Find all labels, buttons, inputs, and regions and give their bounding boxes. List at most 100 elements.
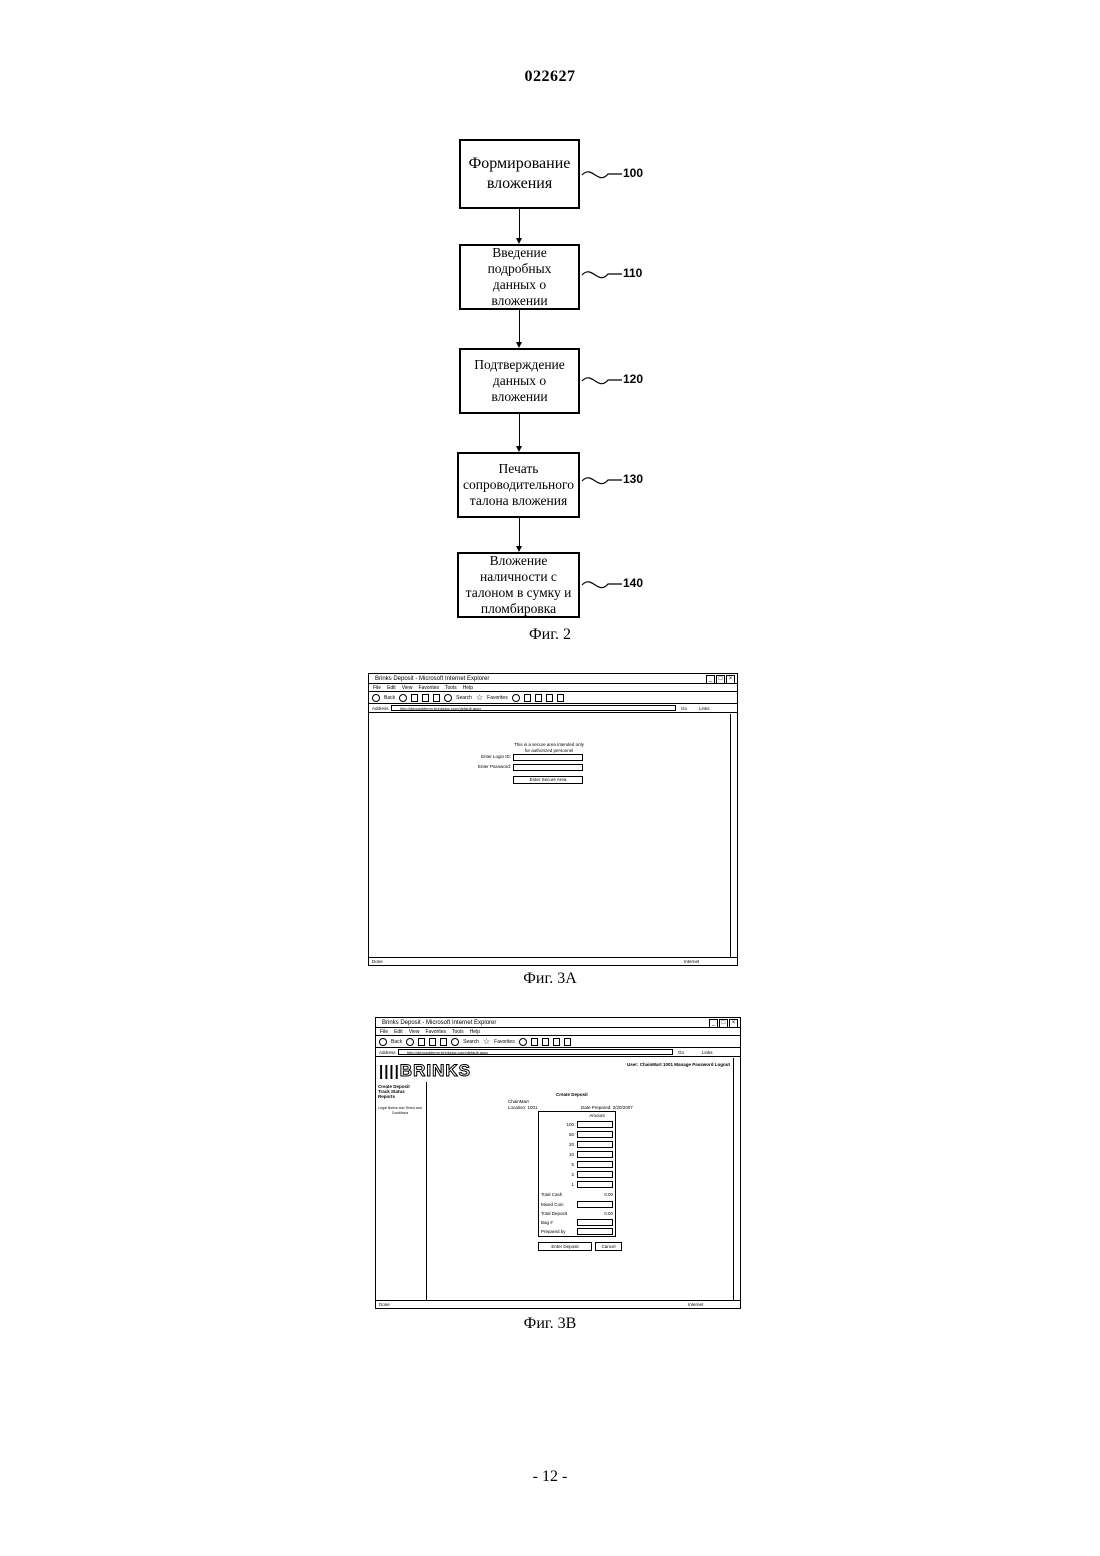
browser-window-deposit: Brinks Deposit - Microsoft Internet Expl… <box>375 1017 741 1309</box>
menu-tools[interactable]: Tools <box>452 1028 464 1035</box>
enter-secure-area-button[interactable]: Enter Secure Area <box>513 776 583 784</box>
back-icon[interactable] <box>372 694 380 702</box>
forward-icon[interactable] <box>406 1038 414 1046</box>
stop-icon[interactable] <box>418 1038 425 1046</box>
deposit-form-table: Amount 100 50 20 10 5 2 1 Total Cash 0.0… <box>538 1111 616 1237</box>
mail-icon[interactable] <box>524 694 531 702</box>
legal-notice-link[interactable]: Legal Notice and Terms and Conditions <box>378 1106 422 1115</box>
minimize-button[interactable]: _ <box>709 1019 718 1028</box>
mail-icon[interactable] <box>531 1038 538 1046</box>
menu-view[interactable]: View <box>409 1028 420 1035</box>
status-bar: Done Internet <box>369 957 737 965</box>
address-bar: Address http://depositdemo.brinksinc.com… <box>376 1048 740 1057</box>
denomination-input-1[interactable] <box>577 1181 613 1188</box>
menu-edit[interactable]: Edit <box>387 684 396 691</box>
back-icon[interactable] <box>379 1038 387 1046</box>
edit-icon[interactable] <box>553 1038 560 1046</box>
search-icon[interactable] <box>444 694 452 702</box>
denomination-input-10[interactable] <box>577 1151 613 1158</box>
discuss-icon[interactable] <box>564 1038 571 1046</box>
connector <box>519 414 520 450</box>
enter-deposit-button[interactable]: Enter Deposit <box>538 1242 592 1251</box>
menu-view[interactable]: View <box>402 684 413 691</box>
bag-number-label: Bag # <box>541 1220 553 1226</box>
figure-caption-3a: Фиг. 3A <box>470 970 630 988</box>
menu-help[interactable]: Help <box>470 1028 480 1035</box>
status-internet: Internet <box>688 1301 703 1309</box>
menu-help[interactable]: Help <box>463 684 473 691</box>
edit-icon[interactable] <box>546 694 553 702</box>
mixed-coin-input[interactable] <box>577 1201 613 1208</box>
star-icon[interactable]: ☆ <box>476 692 483 704</box>
refresh-icon[interactable] <box>422 694 429 702</box>
menu-bar: File Edit View Favorites Tools Help <box>369 684 737 692</box>
nav-reports[interactable]: Reports <box>378 1094 395 1100</box>
menu-bar: File Edit View Favorites Tools Help <box>376 1028 740 1036</box>
menu-tools[interactable]: Tools <box>445 684 457 691</box>
favorites-button[interactable]: Favorites <box>494 1036 515 1048</box>
ref-120: 120 <box>623 372 643 386</box>
menu-favorites[interactable]: Favorites <box>418 684 439 691</box>
home-icon[interactable] <box>433 694 440 702</box>
favorites-button[interactable]: Favorites <box>487 692 508 704</box>
back-button[interactable]: Back <box>384 692 395 704</box>
page-footer: - 12 - <box>0 1468 1100 1486</box>
location: Location: 1001 <box>508 1105 538 1111</box>
password-input[interactable] <box>513 764 583 771</box>
denomination-label: 100 <box>549 1122 574 1128</box>
search-button[interactable]: Search <box>463 1036 479 1048</box>
window-title: Brinks Deposit - Microsoft Internet Expl… <box>382 1020 496 1026</box>
flow-step-130: Печать сопроводительного талона вложения <box>457 452 580 518</box>
links-button[interactable]: Links <box>702 1048 713 1057</box>
address-input[interactable]: http://depositdemo.brinksinc.com/default… <box>391 705 676 711</box>
status-bar: Done Internet <box>376 1300 740 1308</box>
denomination-label: 2 <box>549 1172 574 1178</box>
minimize-button[interactable]: _ <box>706 675 715 684</box>
menu-favorites[interactable]: Favorites <box>425 1028 446 1035</box>
maximize-button[interactable]: □ <box>716 675 725 684</box>
user-bar[interactable]: User: ChainMart 1001 Manage Password Log… <box>594 1062 730 1068</box>
print-icon[interactable] <box>542 1038 549 1046</box>
vertical-scrollbar[interactable] <box>730 714 737 957</box>
total-deposit-value: 0.00 <box>589 1211 613 1217</box>
status-done: Done <box>372 959 383 964</box>
menu-file[interactable]: File <box>380 1028 388 1035</box>
menu-edit[interactable]: Edit <box>394 1028 403 1035</box>
bag-number-input[interactable] <box>577 1219 613 1226</box>
go-button[interactable]: Go <box>681 704 687 713</box>
figure-caption-3b: Фиг. 3B <box>470 1315 630 1333</box>
close-button[interactable]: × <box>729 1019 738 1028</box>
go-button[interactable]: Go <box>678 1048 684 1057</box>
history-icon[interactable] <box>519 1038 527 1046</box>
history-icon[interactable] <box>512 694 520 702</box>
address-input[interactable]: http://depositdemo.brinksinc.com/default… <box>398 1049 673 1055</box>
denomination-input-20[interactable] <box>577 1141 613 1148</box>
stop-icon[interactable] <box>411 694 418 702</box>
discuss-icon[interactable] <box>557 694 564 702</box>
denomination-label: 1 <box>549 1182 574 1188</box>
maximize-button[interactable]: □ <box>719 1019 728 1028</box>
refresh-icon[interactable] <box>429 1038 436 1046</box>
title-bar: Brinks Deposit - Microsoft Internet Expl… <box>369 674 737 684</box>
cancel-button[interactable]: Cancel <box>595 1242 622 1251</box>
back-button[interactable]: Back <box>391 1036 402 1048</box>
denomination-input-50[interactable] <box>577 1131 613 1138</box>
login-id-input[interactable] <box>513 754 583 761</box>
denomination-input-5[interactable] <box>577 1161 613 1168</box>
menu-file[interactable]: File <box>373 684 381 691</box>
denomination-label: 20 <box>549 1142 574 1148</box>
vertical-scrollbar[interactable] <box>733 1058 740 1300</box>
toolbar: Back Search ☆ Favorites <box>376 1036 740 1048</box>
search-icon[interactable] <box>451 1038 459 1046</box>
search-button[interactable]: Search <box>456 692 472 704</box>
denomination-input-100[interactable] <box>577 1121 613 1128</box>
prepared-by-input[interactable] <box>577 1228 613 1235</box>
print-icon[interactable] <box>535 694 542 702</box>
home-icon[interactable] <box>440 1038 447 1046</box>
close-button[interactable]: × <box>726 675 735 684</box>
sidebar: Create Deposit Track Status Reports Lega… <box>376 1082 427 1300</box>
links-button[interactable]: Links <box>699 704 710 713</box>
denomination-input-2[interactable] <box>577 1171 613 1178</box>
forward-icon[interactable] <box>399 694 407 702</box>
star-icon[interactable]: ☆ <box>483 1036 490 1048</box>
